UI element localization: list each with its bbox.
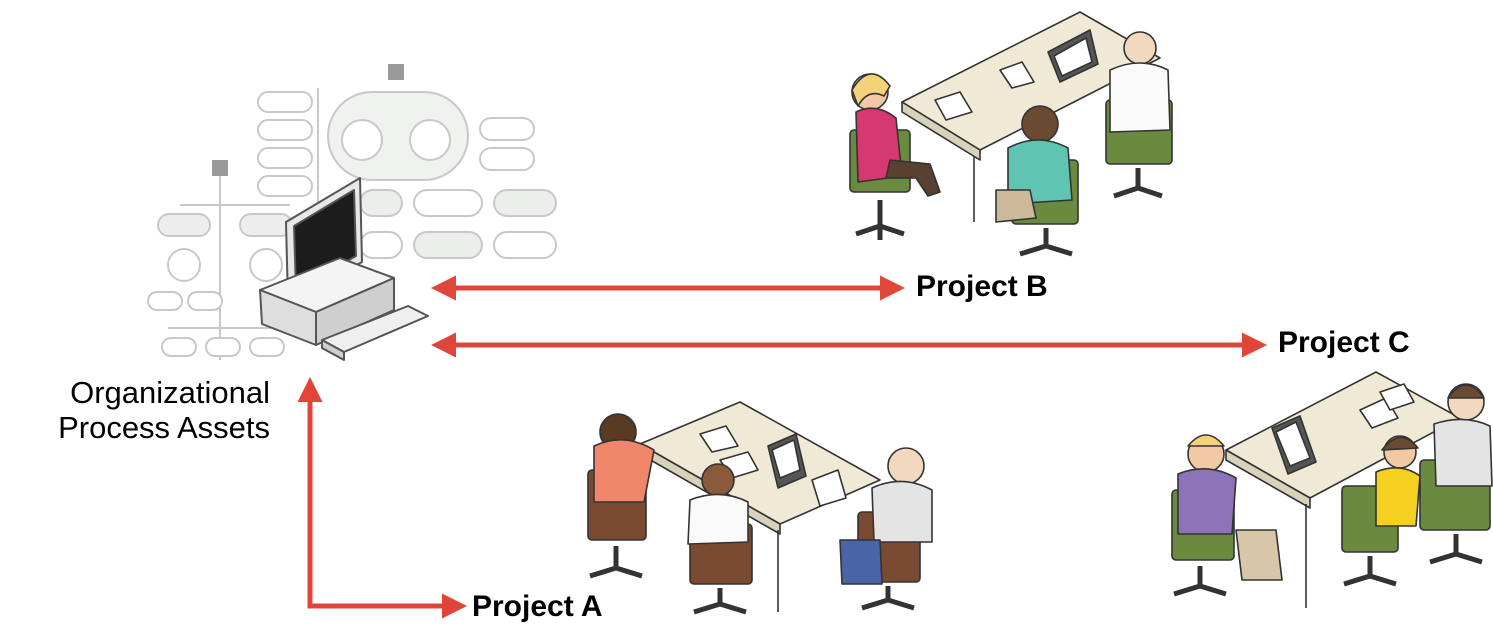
computer-icon xyxy=(259,177,429,361)
project-a-label: Project A xyxy=(472,590,603,623)
process-diagram-background xyxy=(147,64,557,360)
team-a-illustration xyxy=(587,401,933,615)
team-b-illustration xyxy=(849,11,1173,257)
arrows xyxy=(297,275,1267,619)
organizational-process-assets-label: Organizational Process Assets xyxy=(0,375,270,445)
project-b-label: Project B xyxy=(916,270,1048,303)
source-label-line1: Organizational xyxy=(70,375,270,410)
source-label-line2: Process Assets xyxy=(58,410,270,445)
project-c-label: Project C xyxy=(1278,326,1410,359)
team-c-illustration xyxy=(1171,371,1493,608)
arrow-to-project-a xyxy=(297,377,467,619)
